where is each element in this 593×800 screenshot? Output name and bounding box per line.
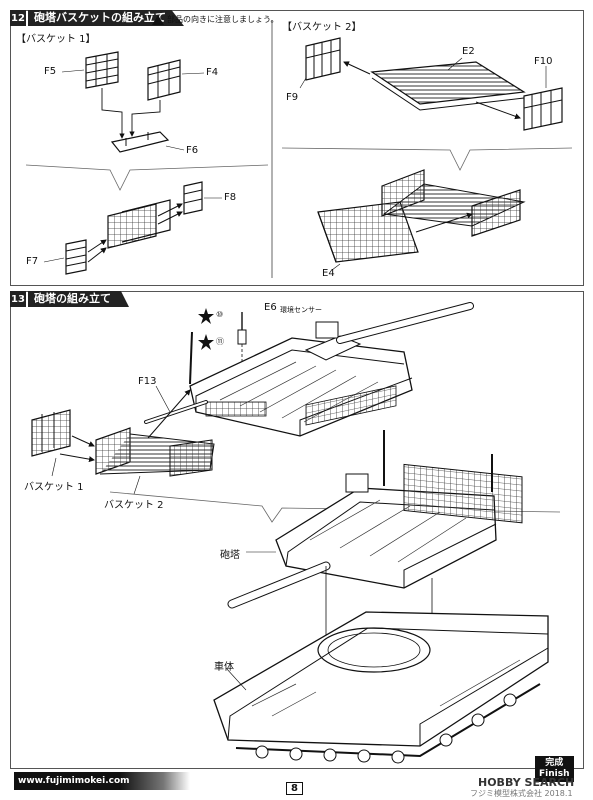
part-f5-drawing: [85, 51, 119, 89]
label-hull: 車体: [214, 662, 234, 673]
website-url[interactable]: www.fujimimokei.com: [14, 772, 190, 790]
divider-basket2: [281, 147, 573, 171]
label-e4: E4: [322, 268, 335, 279]
part-f4-drawing: [147, 59, 181, 101]
label-f8: F8: [224, 192, 237, 203]
basket1-title: 【バスケット 1】: [16, 34, 96, 45]
step12-note-text: 部品の向きに注意しましょう。: [167, 15, 279, 24]
part-e2-drawing: [370, 61, 526, 111]
part-f8-drawing: [183, 181, 203, 215]
basket2-step13-drawing: [95, 427, 215, 477]
label-f13: F13: [138, 376, 157, 387]
part-f7-drawing: [65, 239, 87, 275]
part-e4-drawing: [317, 201, 419, 263]
label-option-10: ⑩: [216, 310, 224, 319]
divider-basket1: [25, 164, 269, 191]
label-f9: F9: [286, 92, 299, 103]
label-e6-note: 環境センサー: [280, 306, 322, 314]
basket2-assembled-drawing: [381, 169, 526, 237]
label-basket1: バスケット 1: [24, 482, 84, 493]
label-f5: F5: [44, 66, 57, 77]
warning-icon: [152, 14, 164, 25]
step12-number: 12: [10, 10, 26, 26]
basket2-title: 【バスケット 2】: [282, 22, 362, 33]
part-f10-drawing: [523, 87, 563, 131]
page-number: 8: [286, 782, 303, 795]
step12-note: 部品の向きに注意しましょう。: [152, 14, 279, 25]
label-option-11: ⑪: [216, 337, 224, 346]
step13-panel: [10, 291, 584, 769]
label-f10: F10: [534, 56, 553, 67]
part-f6-drawing: [110, 131, 170, 153]
step13-number: 13: [10, 291, 26, 307]
label-turret: 砲塔: [220, 550, 240, 561]
part-f9-drawing: [305, 37, 341, 81]
basket1-step13-drawing: [31, 409, 71, 457]
option-10-icon: [198, 308, 214, 324]
finish-en: Finish: [539, 769, 570, 779]
step12-title: 砲塔バスケットの組み立て: [28, 10, 184, 26]
option-11-icon: [198, 334, 214, 350]
step12-panel: [10, 10, 584, 286]
basket1-body-drawing: [107, 199, 171, 249]
label-basket2: バスケット 2: [104, 500, 164, 511]
part-f13-drawing: [144, 400, 208, 424]
label-f6: F6: [186, 145, 199, 156]
finish-badge: 完成 Finish: [535, 756, 574, 782]
step13-header: 13 砲塔の組み立て: [10, 291, 129, 307]
watermark: HOBBY SEARCH: [478, 776, 575, 789]
label-e6: E6: [264, 302, 277, 313]
label-f7: F7: [26, 256, 39, 267]
upper-turret-drawing: [189, 302, 474, 437]
step12-header: 12 砲塔バスケットの組み立て: [10, 10, 184, 26]
step13-title: 砲塔の組み立て: [28, 291, 129, 307]
hull-drawing: [213, 611, 549, 764]
label-e2: E2: [462, 46, 475, 57]
assembled-turret-drawing: [227, 430, 523, 636]
finish-jp: 完成: [545, 758, 564, 768]
label-f4: F4: [206, 67, 219, 78]
copyright: フジミ模型株式会社 2018.1: [470, 789, 573, 798]
